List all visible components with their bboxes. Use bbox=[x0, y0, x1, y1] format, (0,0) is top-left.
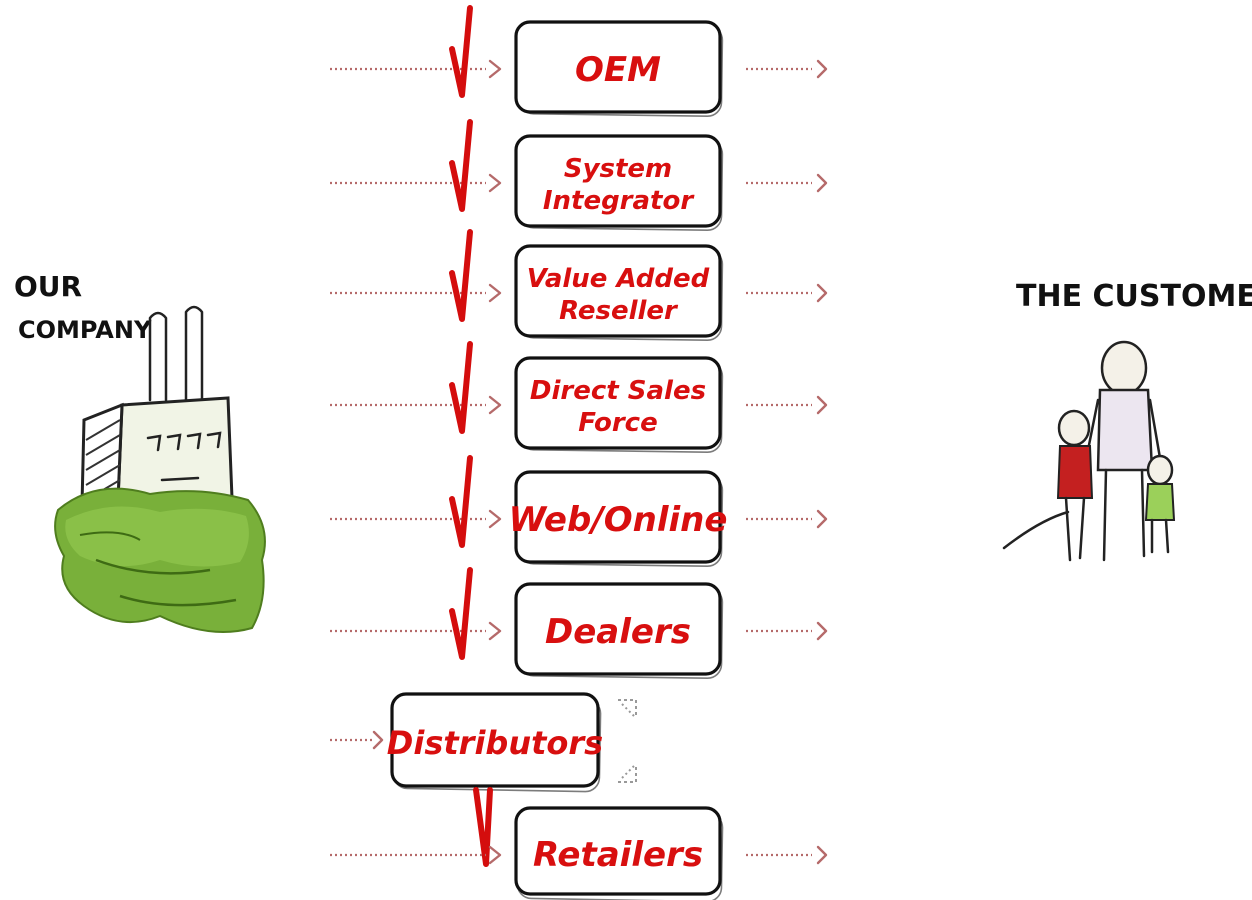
company-label-line1: OUR bbox=[14, 270, 82, 303]
channel-label: Web/Online bbox=[509, 500, 728, 540]
channel-check-mark bbox=[449, 5, 473, 98]
channel-in-arrowhead bbox=[488, 283, 502, 303]
customer-label: THE CUSTOMER bbox=[1016, 279, 1252, 314]
channel-box bbox=[514, 244, 722, 338]
distributors-box bbox=[390, 692, 600, 788]
customer-group: THE CUSTOMER bbox=[1002, 279, 1252, 562]
retailers-row: Retailers bbox=[330, 806, 828, 900]
channel-label: Value Added bbox=[527, 264, 710, 294]
channel-label: Dealers bbox=[545, 612, 691, 652]
channel-out-arrowhead bbox=[816, 621, 828, 641]
retailers-box bbox=[514, 806, 722, 896]
channel-label: Integrator bbox=[543, 186, 696, 216]
channel-out-arrowhead bbox=[816, 509, 828, 529]
channel-check-mark bbox=[449, 229, 473, 322]
channel-label: System bbox=[564, 154, 672, 184]
distributors-row: Distributors bbox=[330, 692, 637, 867]
channel-out-arrowhead bbox=[816, 59, 828, 79]
channel-label: Force bbox=[578, 408, 657, 438]
company-label-line2: COMPANY bbox=[18, 316, 152, 344]
factory-icon bbox=[54, 305, 266, 633]
channel-out-arrowhead bbox=[816, 395, 828, 415]
retailers-label: Retailers bbox=[533, 835, 703, 875]
distributors-in-arrowhead bbox=[372, 730, 384, 750]
channel-label: OEM bbox=[575, 50, 661, 90]
channel-check-mark bbox=[449, 341, 473, 434]
channel-row-dealers: Dealers bbox=[330, 567, 828, 680]
company-group: OUR COMPANY bbox=[14, 270, 266, 633]
channel-in-arrowhead bbox=[488, 395, 502, 415]
channel-in-arrowhead bbox=[488, 173, 502, 193]
distributors-label: Distributors bbox=[387, 724, 603, 762]
channel-label: Reseller bbox=[559, 296, 679, 326]
channel-box bbox=[514, 356, 722, 450]
channel-check-mark bbox=[449, 455, 473, 548]
channel-check-mark bbox=[449, 119, 473, 212]
channel-in-arrowhead bbox=[488, 59, 502, 79]
channel-box bbox=[514, 582, 722, 676]
channel-in-arrowhead bbox=[488, 509, 502, 529]
customer-family-icon bbox=[1002, 340, 1176, 562]
channel-box bbox=[514, 20, 722, 114]
channel-box bbox=[514, 470, 722, 564]
channel-in-arrowhead bbox=[488, 621, 502, 641]
channel-row-oem: OEM bbox=[330, 5, 828, 118]
channel-out-arrowhead bbox=[816, 173, 828, 193]
channel-out-arrowhead bbox=[816, 283, 828, 303]
channel-check-mark bbox=[449, 567, 473, 660]
channel-row-web-online: Web/Online bbox=[330, 455, 828, 568]
channel-label: Direct Sales bbox=[530, 376, 706, 406]
distributors-to-retailers-check bbox=[473, 787, 493, 867]
channel-box bbox=[514, 134, 722, 228]
